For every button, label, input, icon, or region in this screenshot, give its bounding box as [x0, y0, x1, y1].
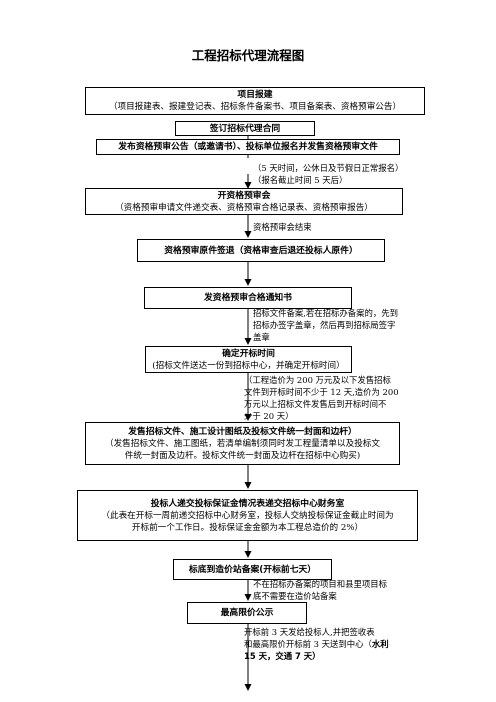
step-title: 发布资格预审公告（或邀请书）、投标单位报名并发售资格预审文件 — [118, 142, 378, 152]
note-line: 文件到开标时间不少于 12 天,造价为 200 — [244, 387, 399, 397]
step-title: 发资格预审合格通知书 — [204, 293, 292, 303]
note-line: （工程造价为 200 万元及以下发售招标 — [244, 375, 391, 385]
step-title: 标底到造价站备案(开标前七天） — [188, 564, 317, 575]
step-title: 开资格预审会 — [217, 190, 271, 201]
note-line: 万元以上招标文件发售后到开标时间不 — [244, 399, 387, 409]
step-title: 发售招标文件、施工设计图纸及投标文件统一封面和边杆） — [128, 426, 357, 437]
note-line: 少于 20 天） — [244, 411, 294, 421]
step-description: （发售招标文件、施工图纸，若清单编制须同时发工程量清单以及投标文 — [104, 438, 380, 449]
step-sign-agency-contract: 签订招标代理合同 — [175, 121, 315, 136]
note-text: 和最高限价开标前 3 天送到中心（ — [244, 639, 372, 649]
step-description: 件统一封面及边杆。投标文件统一封面及边杆在招标中心购买) — [124, 450, 361, 461]
note-line: 招标文件备案,若在招标办备案的，先到 — [253, 308, 399, 318]
step-max-price-announcement: 最高限价公示 — [187, 602, 307, 624]
step-title: 资格预审原件签退（资格审查后退还投标人原件） — [164, 245, 358, 256]
note-line: 和最高限价开标前 3 天送到中心（水利 — [244, 638, 389, 650]
step-title: 投标人递交投标保证金情况表递交招标中心财务室 — [150, 498, 345, 509]
step-set-opening-time: 确定开标时间 (招标文件送达一份到招标中心，并确定开标时间） — [145, 346, 352, 373]
note-line: （报名截止时间 5 天后） — [253, 175, 348, 185]
step-base-price-filing: 标底到造价站备案(开标前七天） — [173, 559, 332, 580]
step-title: 签订招标代理合同 — [209, 123, 281, 134]
note-meeting-end: 资格预审会结束 — [253, 221, 312, 233]
note-line: （5 天时间，公休日及节假日正常报名） — [253, 163, 404, 173]
step-description: （资格预审申请文件递交表、资格预审合格记录表、资格预审报告） — [115, 202, 373, 213]
note-base-price-exemption: 不在招标办备案的项目和县里项目标 底不需要在造价站备案 — [253, 578, 387, 602]
step-description: （此表在开标一周前递交招标中心财务室，投标人交纳投标保证金截止时间为 — [101, 510, 394, 521]
note-line: 开标前 3 天发给投标人,并把签收表 — [244, 627, 375, 637]
note-max-price-delivery: 开标前 3 天发给投标人,并把签收表 和最高限价开标前 3 天送到中心（水利 1… — [244, 626, 389, 662]
step-description: (招标文件送达一份到招标中心，并确定开标时间） — [152, 360, 345, 371]
step-qualification-notice: 发资格预审合格通知书 — [144, 287, 352, 309]
note-tender-period: （工程造价为 200 万元及以下发售招标 文件到开标时间不少于 12 天,造价为… — [244, 374, 399, 422]
note-line: 盖章 — [253, 332, 270, 342]
note-line: 资格预审会结束 — [253, 222, 312, 232]
step-description: （项目报建表、报建登记表、招标条件备案书、项目备案表、资格预审公告） — [108, 102, 402, 112]
step-prequalification-notice: 发布资格预审公告（或邀请书）、投标单位报名并发售资格预审文件 — [96, 139, 400, 155]
note-line: 招标办签字盖章，然后再到招标局签字 — [253, 320, 396, 330]
step-return-originals: 资格预审原件签退（资格审查后退还投标人原件） — [137, 239, 385, 262]
step-bid-bond-submission: 投标人递交投标保证金情况表递交招标中心财务室 （此表在开标一周前递交招标中心财务… — [77, 490, 418, 541]
note-line: 15 天，交通 7 天） — [244, 651, 321, 661]
step-title: 确定开标时间 — [222, 348, 275, 359]
step-description: 开标前一个工作日。投标保证金金额为本工程总造价的 2%） — [131, 522, 364, 533]
note-text-bold: 水利 — [371, 639, 389, 649]
page-title: 工程招标代理流程图 — [191, 48, 305, 63]
step-title: 最高限价公示 — [220, 608, 274, 618]
step-prequalification-meeting: 开资格预审会 （资格预审申请文件递交表、资格预审合格记录表、资格预审报告） — [85, 188, 403, 215]
step-project-registration: 项目报建 （项目报建表、报建登记表、招标条件备案书、项目备案表、资格预审公告） — [85, 87, 425, 115]
note-line: 不在招标办备案的项目和县里项目标 — [253, 579, 387, 589]
step-title: 项目报建 — [237, 90, 273, 100]
note-tender-filing: 招标文件备案,若在招标办备案的，先到 招标办签字盖章，然后再到招标局签字 盖章 — [253, 307, 398, 343]
note-registration-period: （5 天时间，公休日及节假日正常报名） （报名截止时间 5 天后） — [253, 162, 403, 186]
note-line: 底不需要在造价站备案 — [253, 591, 337, 601]
step-sell-tender-documents: 发售招标文件、施工设计图纸及投标文件统一封面和边杆） （发售招标文件、施工图纸，… — [85, 422, 400, 465]
